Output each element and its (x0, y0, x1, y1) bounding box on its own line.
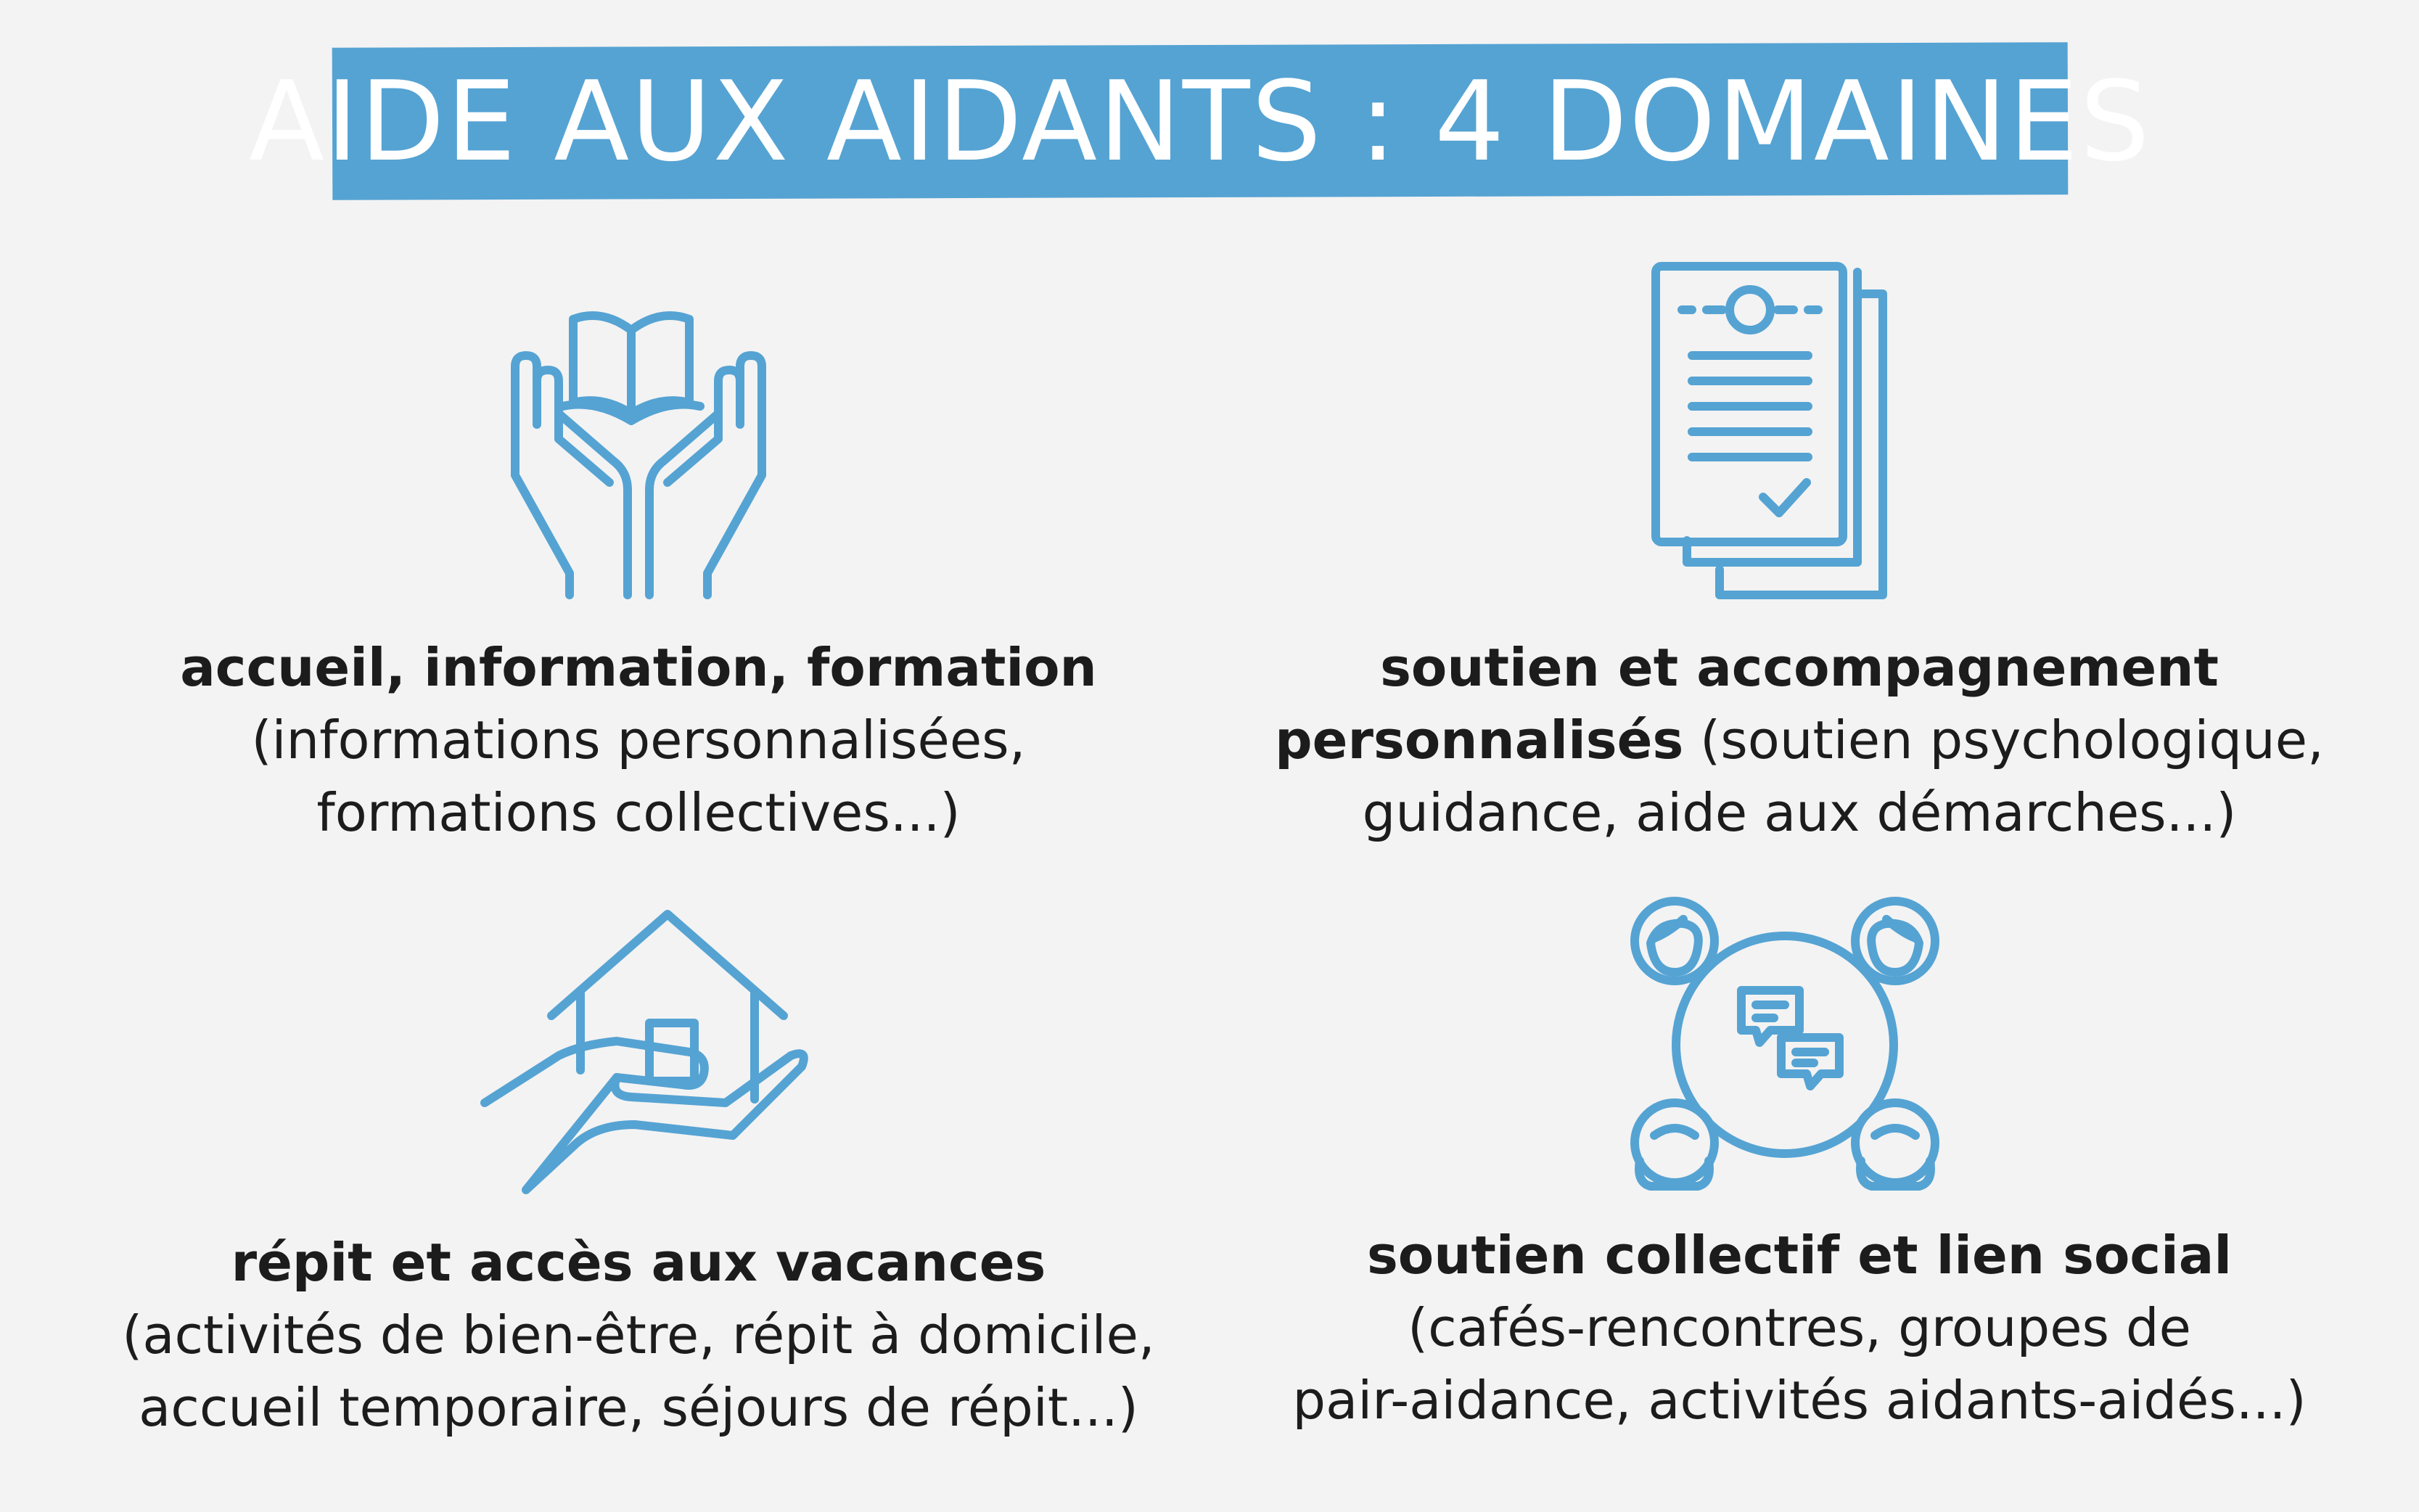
domain-heading-continued: personnalisés (1275, 710, 1684, 771)
domain-description-line: (soutien psychologique, (1683, 710, 2324, 771)
domain-description-line: guidance, aide aux démarches...) (1362, 782, 2237, 843)
domain-block-soutien: soutien et accompagnement personnalisés … (1248, 631, 2351, 849)
hands-book-icon (501, 287, 776, 606)
group-chat-icon (1625, 882, 1944, 1201)
domain-description-line: (informations personnalisées, (251, 710, 1026, 771)
domain-heading: répit et accès aux vacances (231, 1232, 1046, 1293)
page-title: AIDE AUX AIDANTS : 4 DOMAINES (249, 57, 2151, 186)
domain-description-line: pair-aidance, activités aidants-aidés...… (1292, 1370, 2307, 1431)
domain-description-line: accueil temporaire, séjours de répit...) (139, 1377, 1138, 1438)
documents-checklist-icon (1647, 258, 1923, 606)
domain-heading: soutien et accompagnement (1380, 637, 2219, 698)
domain-description-line: (activités de bien-être, répit à domicil… (122, 1304, 1155, 1365)
domain-block-info: accueil, information, formation (informa… (138, 631, 1139, 849)
hand-house-icon (472, 907, 813, 1204)
domain-block-repit: répit et accès aux vacances (activités d… (87, 1226, 1190, 1444)
domain-description-line: (cafés-rencontres, groupes de (1408, 1297, 2191, 1358)
domain-block-collectif: soutien collectif et lien social (cafés-… (1248, 1219, 2351, 1437)
domain-heading: soutien collectif et lien social (1366, 1225, 2233, 1286)
domain-heading: accueil, information, formation (180, 637, 1097, 698)
domain-description-line: formations collectives...) (316, 782, 961, 843)
